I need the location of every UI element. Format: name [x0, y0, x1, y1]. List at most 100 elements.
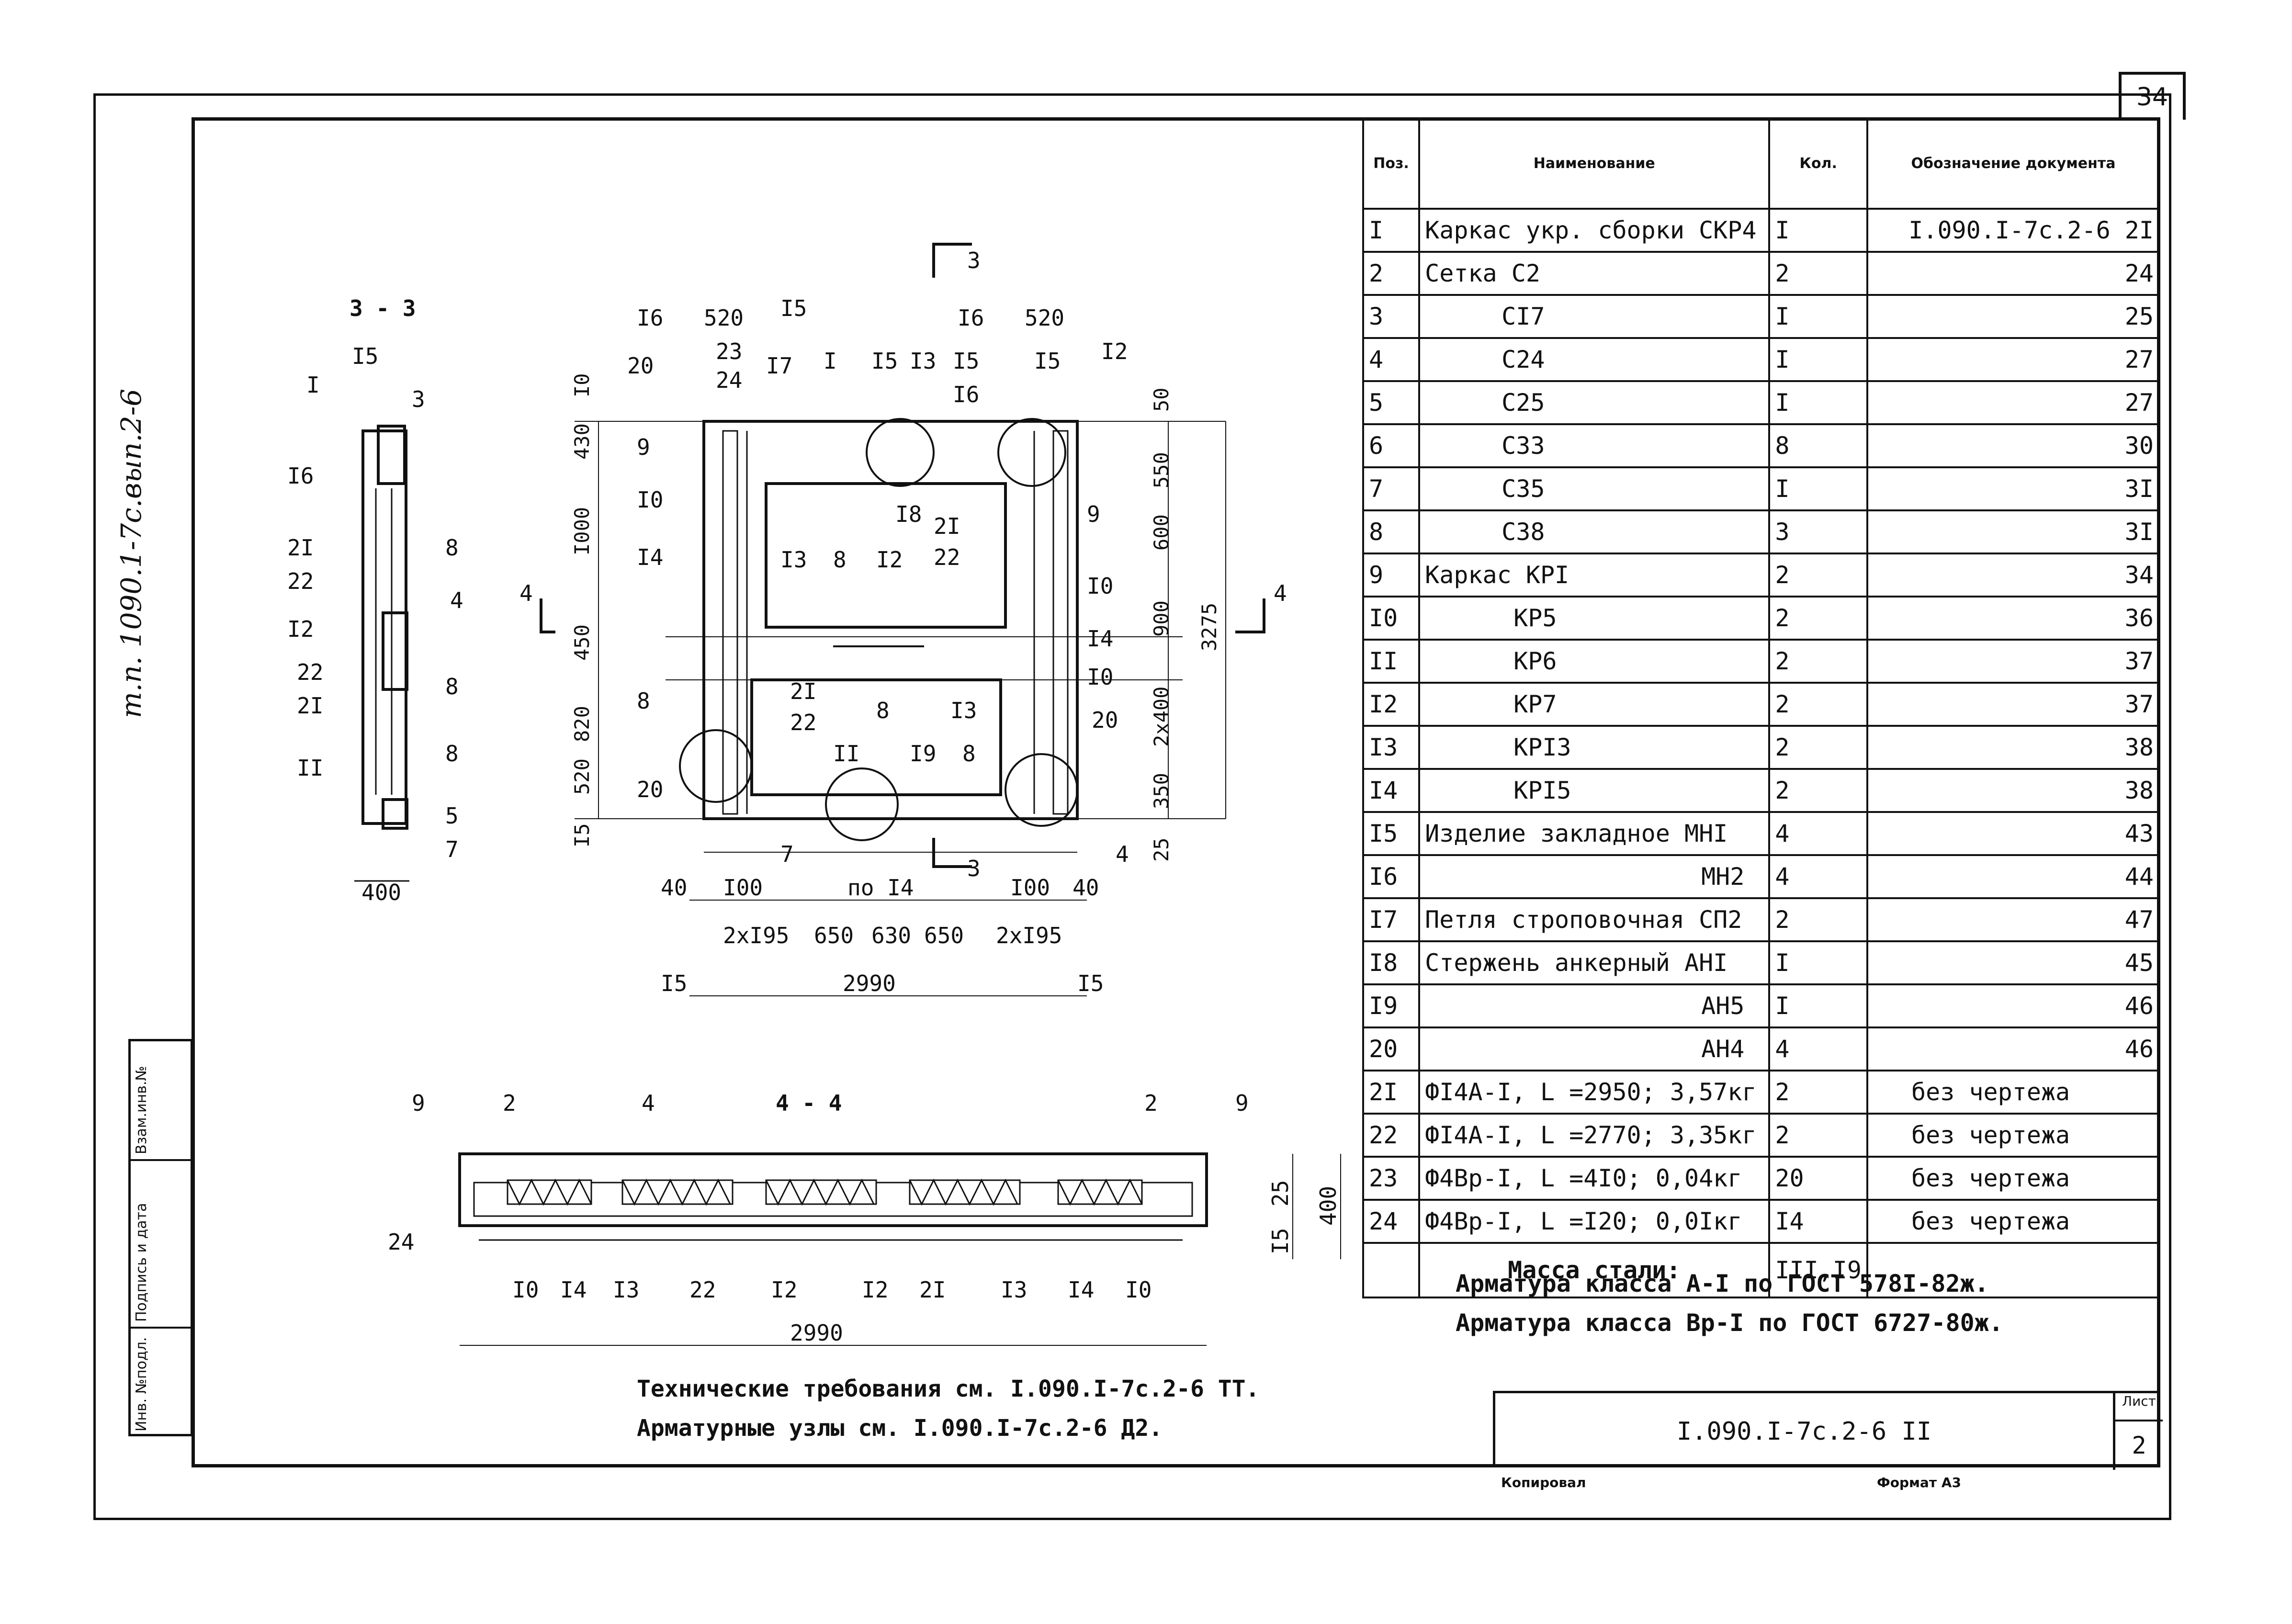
cell-pos: 24 [1362, 1199, 1421, 1244]
callout: 2I [287, 535, 314, 561]
cell-qty: I [1768, 337, 1868, 382]
spec-header-row: Поз. Наименование Кол. Обозначение докум… [1362, 117, 2160, 210]
s44-dim: 400 [1315, 1186, 1341, 1226]
cell-pos: I3 [1362, 725, 1421, 770]
cell-doc: 38 [1866, 725, 2160, 770]
cell-pos: 8 [1362, 509, 1421, 554]
plan-label: 9 [1087, 501, 1100, 527]
s44-label: I3 [1001, 1277, 1027, 1303]
s44-dim: 25 [1267, 1180, 1293, 1207]
plan-label: 520 [704, 305, 744, 331]
cell-pos: I8 [1362, 940, 1421, 985]
specification-table: Поз. Наименование Кол. Обозначение докум… [1362, 117, 2160, 1298]
cell-doc [1866, 1242, 2160, 1298]
cell-pos [1362, 1242, 1421, 1298]
cell-name: МН2 [1418, 854, 1771, 899]
cell-doc: без чертежа [1866, 1070, 2160, 1115]
cell-qty: I [1768, 380, 1868, 425]
plan-label: I5 [780, 295, 807, 321]
cell-doc: 37 [1866, 639, 2160, 684]
dim-bottom: 650 [924, 923, 964, 948]
dim-left: 820 [570, 706, 594, 742]
cell-name: Ф4Вр-I, L =I20; 0,0Iкг [1418, 1199, 1771, 1244]
cell-name: СI7 [1418, 294, 1771, 339]
sheet-number: 2 [2132, 1432, 2146, 1459]
callout: I5 [352, 343, 378, 369]
sheet-cell: Лист 2 [2113, 1393, 2163, 1470]
plan-label: 520 [1025, 305, 1064, 331]
cell-doc: 38 [1866, 768, 2160, 813]
s44-label: I3 [613, 1277, 639, 1303]
plan-label: 8 [637, 688, 650, 714]
cell-pos: 23 [1362, 1156, 1421, 1201]
cell-qty: 2 [1768, 682, 1868, 727]
callout: I [306, 372, 320, 398]
cell-pos: 22 [1362, 1113, 1421, 1158]
dim-left: 430 [570, 423, 594, 460]
s44-label: I2 [771, 1277, 797, 1303]
cell-doc: 46 [1866, 983, 2160, 1028]
callout: 7 [445, 836, 459, 862]
title-block: I.090.I-7с.2-6 II Лист 2 [1493, 1391, 2163, 1470]
cell-qty: 4 [1768, 1026, 1868, 1071]
cell-qty: 2 [1768, 768, 1868, 813]
cell-pos: 2 [1362, 251, 1421, 296]
callout: 8 [445, 741, 459, 767]
plan-label: 24 [716, 367, 742, 393]
cell-doc: 36 [1866, 596, 2160, 641]
dim-right-total: 3275 [1197, 603, 1221, 651]
callout: 2I [297, 693, 323, 719]
cell-name: КР5 [1418, 596, 1771, 641]
dim-left: 450 [570, 624, 594, 661]
cell-qty: I [1768, 466, 1868, 511]
dim-bottom: 650 [814, 923, 854, 948]
dim-bottom: 2хI95 [996, 923, 1062, 948]
s44-label: 2 [1144, 1090, 1158, 1116]
dim-right: 900 [1150, 600, 1173, 637]
dim-bottom: 2хI95 [723, 923, 789, 948]
s44-label: 22 [689, 1277, 716, 1303]
cell-name: КРI3 [1418, 725, 1771, 770]
cell-qty: 2 [1768, 553, 1868, 598]
dim-bottom: 40 [661, 875, 687, 901]
cell-name: КРI5 [1418, 768, 1771, 813]
cell-pos: I [1362, 208, 1421, 253]
cut-mark-4-right: 4 [1274, 580, 1287, 606]
plan-label: 8 [833, 547, 847, 573]
s44-label: I4 [1068, 1277, 1094, 1303]
plan-label: 20 [1092, 707, 1118, 733]
cell-doc: I.090.I-7с.2-6 2I [1866, 208, 2160, 253]
callout: 8 [445, 535, 459, 561]
callout: 22 [287, 568, 314, 594]
mesh-panels [507, 1178, 1143, 1206]
cell-pos: 20 [1362, 1026, 1421, 1071]
cell-qty: I [1768, 208, 1868, 253]
plan-label: 7 [780, 841, 794, 867]
s44-label: I0 [512, 1277, 539, 1303]
dim-right: 550 [1150, 452, 1173, 488]
cell-name: Каркас укр. сборки СКР4 [1418, 208, 1771, 253]
cell-qty: I [1768, 940, 1868, 985]
dim-bottom: I5 [661, 970, 687, 996]
plan-label: I0 [637, 487, 663, 513]
dim-bottom: по I4 [847, 875, 914, 901]
dim-right: 25 [1150, 837, 1173, 862]
cell-name: Ф4Вр-I, L =4I0; 0,04кг [1418, 1156, 1771, 1201]
plan-label: I4 [637, 544, 663, 570]
dim-right: 350 [1150, 773, 1173, 809]
cell-doc: 25 [1866, 294, 2160, 339]
cell-doc: 37 [1866, 682, 2160, 727]
stamp-column: Взам.инв.№ Подпись и дата Инв. №подл. [128, 1039, 193, 1436]
cell-qty: 2 [1768, 639, 1868, 684]
cell-qty: I [1768, 294, 1868, 339]
